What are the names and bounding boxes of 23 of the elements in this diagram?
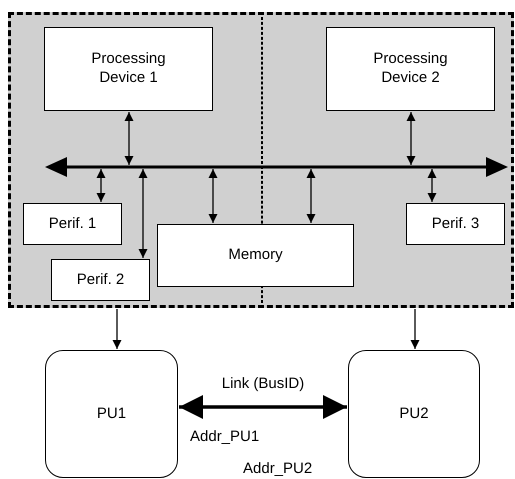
edge-label: Link (BusID)	[220, 375, 306, 392]
dashed-enclosure	[8, 12, 514, 308]
arrow	[406, 112, 416, 165]
bus-arrow	[45, 157, 508, 177]
arrow	[428, 169, 436, 202]
processor-box: Processing Device 1	[44, 27, 213, 111]
peripheral-box: Perif. 1	[23, 203, 122, 245]
arrow	[138, 169, 148, 258]
double-arrow	[179, 395, 347, 419]
arrow	[306, 169, 316, 223]
memory-box: Memory	[157, 224, 354, 287]
processing-unit-box: PU1	[45, 350, 178, 478]
peripheral-box: Perif. 2	[51, 259, 150, 301]
address-label: Addr_PU1	[190, 428, 260, 445]
arrow	[124, 112, 134, 165]
arrow	[410, 309, 420, 349]
processing-unit-box: PU2	[348, 350, 480, 478]
address-label: Addr_PU2	[243, 460, 312, 477]
processor-box: Processing Device 2	[326, 27, 495, 111]
peripheral-box: Perif. 3	[406, 203, 505, 245]
arrow	[208, 169, 218, 223]
arrow	[96, 169, 106, 202]
arrow	[112, 309, 122, 349]
